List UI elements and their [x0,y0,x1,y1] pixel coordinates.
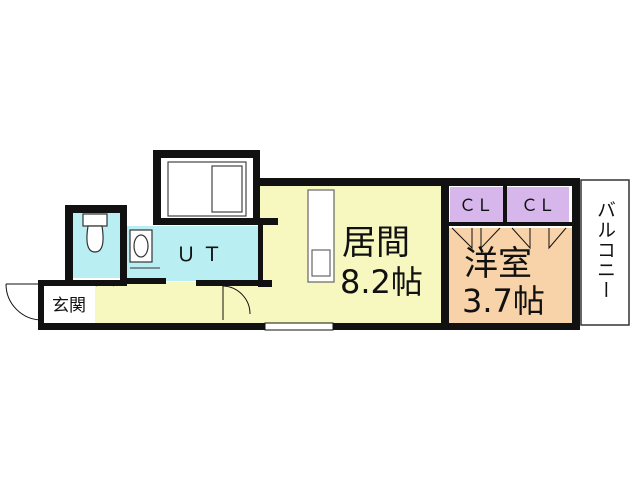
wash-basin-icon [129,229,153,263]
entrance-floor [43,282,93,325]
closet-2-label: ＣＬ [521,196,555,216]
corridor-door [222,285,251,320]
closet-1-floor [450,187,503,222]
bathroom-floor [160,157,254,222]
kitchen-icon [307,189,335,283]
closet-1-label: ＣＬ [459,196,493,216]
balcony-label: バルコニー [594,200,616,300]
closet-2-floor [507,187,569,222]
window [264,322,334,331]
balcony-floor [580,179,630,326]
living-room-size: 8.2帖 [340,263,423,301]
living-room-name: 居間 [342,223,410,263]
entrance-door [5,283,43,321]
corridor-floor [95,282,265,325]
toilet-icon [82,213,108,253]
unit-bath-label: ＵＴ [176,242,228,266]
bathtub-icon [167,161,247,217]
entrance-label: 玄関 [52,296,86,316]
living-room-floor [258,185,443,325]
western-room-name: 洋室 [464,244,532,284]
toilet-door [95,283,115,287]
closet-doors [451,227,567,250]
western-room-size: 3.7帖 [462,282,545,320]
